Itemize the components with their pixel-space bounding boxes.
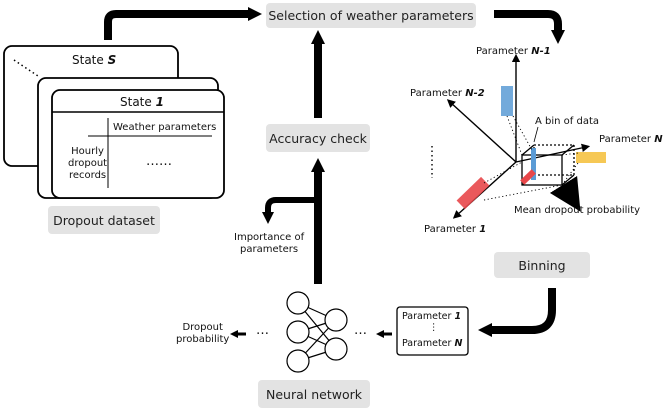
hourly-records-label: Hourly dropout records — [68, 146, 108, 181]
state-1-label: State 1 — [120, 95, 164, 109]
neural-network-graph — [286, 291, 348, 373]
arrow-binning-to-param — [490, 288, 556, 334]
dropout-probability-label: Dropout probability — [176, 322, 230, 345]
state-card-1 — [51, 89, 225, 199]
blue-projection — [501, 86, 513, 116]
ellipsis-right: … — [354, 323, 367, 338]
param-box-line2: Parameter N — [402, 338, 463, 349]
yellow-projection — [576, 152, 606, 163]
table-ellipsis: …… — [146, 154, 172, 169]
dropout-dataset-box: Dropout dataset — [48, 206, 160, 234]
arrow-into-nn — [376, 330, 384, 338]
axis-label-n-minus-2: Parameter N-2 — [410, 88, 485, 99]
mean-prob-arrow — [549, 175, 581, 212]
neural-network-box: Neural network — [258, 380, 370, 408]
param-box-line1: Parameter 1 — [402, 311, 462, 322]
arrow-selection-to-binning — [494, 10, 562, 32]
parameter-box — [396, 306, 469, 356]
red-bin-mark — [520, 169, 536, 185]
binning-box: Binning — [494, 252, 590, 278]
param-box-dots: ⋮ — [429, 322, 439, 333]
arrow-dataset-to-selection — [104, 10, 252, 40]
arrow-nn-output — [230, 330, 238, 338]
mean-dropout-label: Mean dropout probability — [514, 205, 641, 216]
axis-label-1: Parameter 1 — [424, 224, 487, 235]
selection-box: Selection of weather parameters — [266, 3, 476, 28]
blue-bar-on-axis — [531, 148, 536, 180]
importance-label: Importance of parameters — [234, 232, 305, 255]
axis-label-n: Parameter N — [599, 134, 663, 145]
parameter-axes — [431, 53, 591, 219]
weather-parameters-header: Weather parameters — [113, 122, 217, 133]
ellipsis-left: … — [256, 323, 269, 338]
state-s-label: State S — [72, 53, 117, 67]
bin-of-data-label: A bin of data — [535, 116, 600, 127]
red-projection — [456, 176, 490, 210]
axis-label-n-minus-1: Parameter N-1 — [476, 46, 551, 57]
arrow-to-importance — [265, 197, 318, 214]
accuracy-check-box: Accuracy check — [266, 124, 370, 152]
